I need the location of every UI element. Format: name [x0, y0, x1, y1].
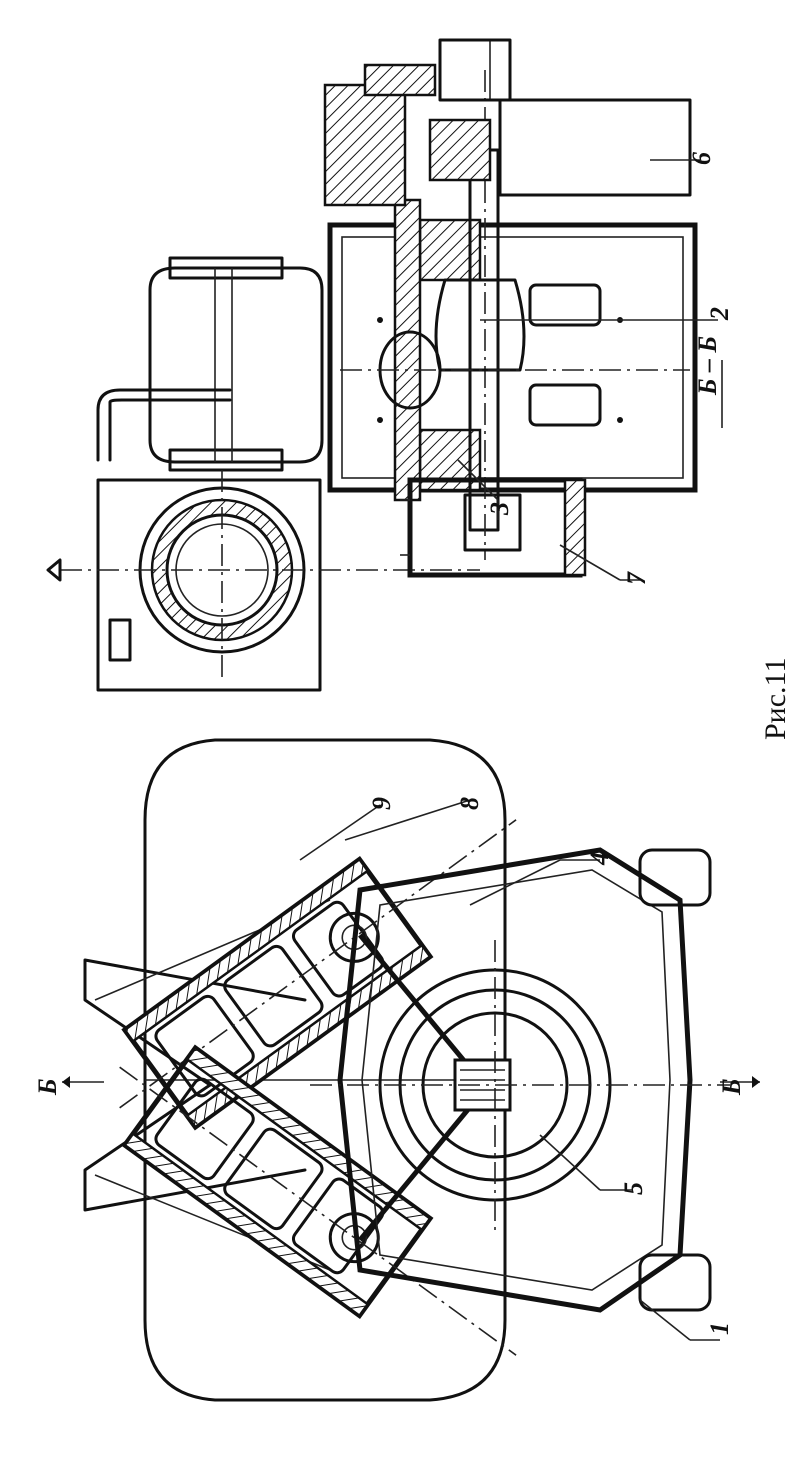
cylinder-upper	[119, 819, 517, 1131]
figure-caption: Рис.11	[759, 658, 792, 740]
label-1: 1	[705, 1322, 734, 1335]
label-2: 2	[705, 307, 734, 321]
label-9: 9	[367, 797, 396, 810]
cylinder-lower	[119, 1044, 517, 1356]
v-compressor-view: Б Б 5 1 4 8 9	[33, 738, 760, 1402]
label-4: 4	[585, 852, 614, 866]
coupling-flange	[323, 38, 692, 207]
receiver-tank	[96, 256, 324, 472]
label-3: 3	[485, 502, 514, 516]
crankcase-housing	[310, 847, 730, 1313]
section-view-b-b: Б – Б 2 3 7 6	[46, 38, 734, 692]
cylinder-section	[46, 470, 480, 692]
label-7: 7	[622, 571, 651, 585]
section-mark-top: Б	[33, 1078, 62, 1096]
label-6: 6	[687, 152, 716, 165]
section-mark-bottom: Б	[717, 1078, 746, 1096]
label-8: 8	[455, 797, 484, 810]
section-title: Б – Б	[693, 336, 722, 396]
label-5: 5	[619, 1182, 648, 1195]
receiver-body	[143, 738, 507, 1402]
